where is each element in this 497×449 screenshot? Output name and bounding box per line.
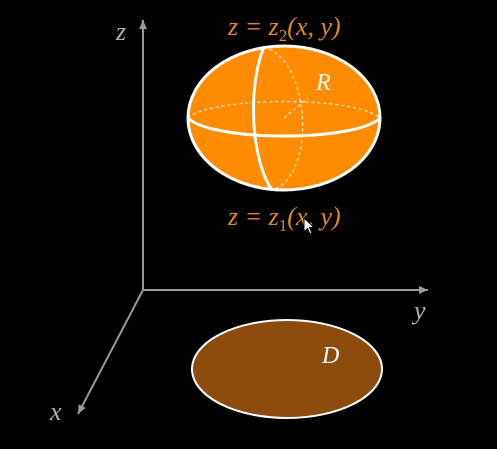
solid-region-radius: [283, 97, 309, 119]
lower-surface-subscript: 1: [279, 216, 288, 235]
projection-region: D: [191, 319, 383, 419]
projection-region-body: [191, 319, 383, 419]
solid-region-meridian: [252, 46, 274, 191]
lower-surface-label: z = z1(x, y): [227, 202, 341, 235]
upper-surface-prefix: z = z: [227, 12, 279, 41]
upper-surface-subscript: 2: [279, 26, 288, 45]
solid-region-equator: [186, 116, 382, 138]
z-axis-label: z: [115, 17, 126, 46]
upper-surface-args: (x, y): [287, 12, 340, 41]
y-axis-label: y: [411, 296, 426, 325]
lower-surface-prefix: z = z: [227, 202, 279, 231]
projection-region-label: D: [321, 343, 339, 369]
upper-surface-label: z = z2(x, y): [227, 12, 341, 45]
x-axis-label: x: [49, 397, 62, 426]
solid-region-label: R: [315, 70, 331, 96]
solid-region-hidden-equator: [187, 100, 381, 119]
axes: [77, 20, 428, 415]
solid-region-hidden-meridian: [263, 46, 304, 191]
x-axis: [77, 289, 144, 415]
solid-region: R: [186, 44, 382, 192]
lower-surface-args: (x, y): [287, 202, 340, 231]
mouse-pointer-icon: [303, 216, 316, 235]
